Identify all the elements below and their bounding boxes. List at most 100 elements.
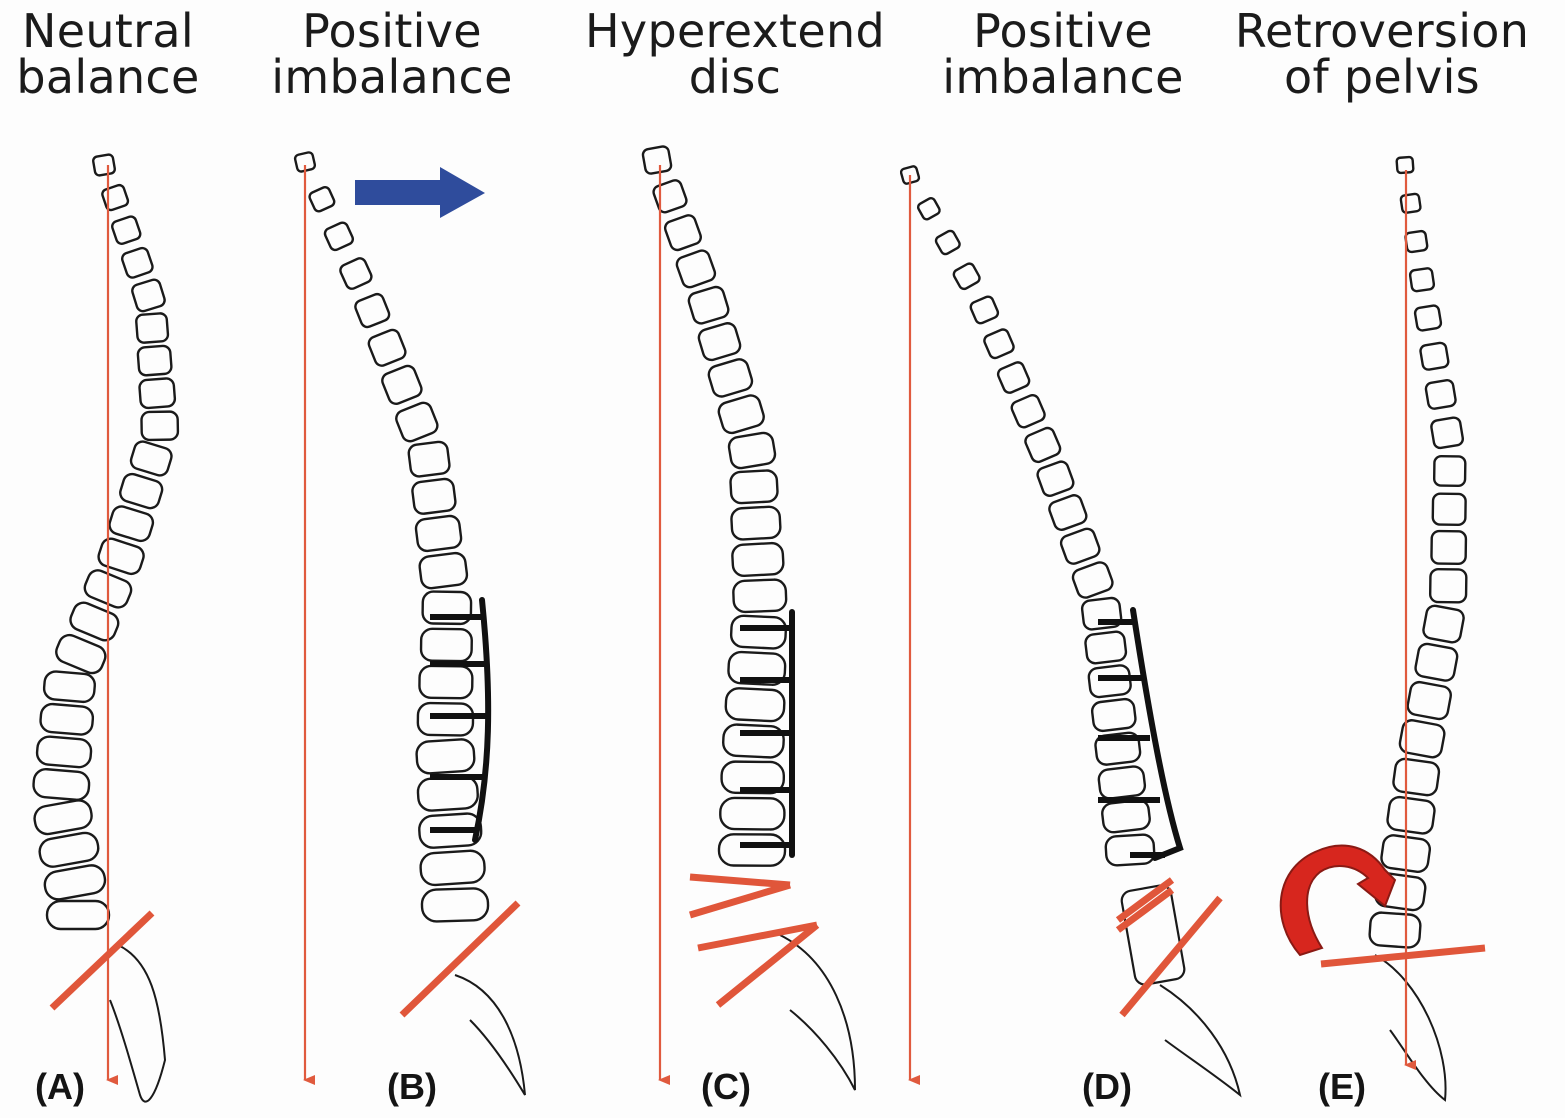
panel-c-vertebra	[642, 146, 672, 175]
panel-c-vertebra	[697, 321, 742, 362]
arrow-layer	[355, 167, 1395, 955]
panel-d-vertebra	[1120, 884, 1186, 986]
panel-c-vertebra	[652, 179, 688, 215]
panel-d-vertebra	[1105, 834, 1155, 866]
panel-e-vertebra	[1405, 231, 1428, 253]
panel-b-vertebra	[422, 888, 489, 922]
panel-b-fusion-rod	[475, 600, 488, 840]
shift-arrow-icon	[355, 167, 485, 218]
panel-b-vertebra	[308, 186, 336, 213]
panel-d-vertebra	[952, 262, 981, 291]
panel-a-vertebra	[139, 378, 175, 409]
panel-c-vertebra	[707, 357, 754, 398]
panel-c-vertebra	[717, 393, 766, 435]
panel-a-vertebra	[96, 536, 146, 576]
panel-b-vertebra	[418, 703, 474, 736]
panel-c-vertebra	[719, 834, 785, 866]
panel-b-vertebra	[394, 400, 440, 443]
panel-e-vertebra	[1422, 604, 1465, 643]
panel-a-vertebra	[118, 472, 164, 510]
panel-b-vertebra	[418, 552, 468, 589]
panel-d-vertebra	[1023, 426, 1062, 464]
panel-a-vertebra	[43, 671, 95, 703]
panel-b-vertebra	[416, 739, 475, 775]
panel-d-vertebra	[1091, 698, 1136, 732]
panel-b-vertebra	[338, 256, 373, 290]
panel-e-vertebra	[1425, 379, 1456, 409]
panel-e-vertebra	[1434, 456, 1465, 486]
panel-a-vertebra	[137, 345, 172, 375]
panel-e-vertebra	[1420, 342, 1449, 370]
panel-a-vertebra	[40, 703, 94, 735]
alignment-line-layer	[52, 877, 1485, 1015]
panel-a-vertebra	[38, 831, 101, 869]
panel-d-vertebra	[1047, 493, 1088, 532]
panel-a-sacrum	[110, 945, 165, 1102]
panel-d-vertebra	[1071, 560, 1115, 600]
panel-a-vertebra	[36, 736, 92, 768]
panel-b-vertebra	[419, 666, 472, 699]
panel-d-vertebra	[934, 229, 961, 255]
rotation-arrow-icon	[1281, 846, 1395, 955]
panel-a-vertebra	[131, 278, 166, 313]
panel-c-vertebra	[720, 798, 784, 830]
panel-e-vertebra	[1431, 531, 1466, 564]
panel-b-vertebra	[380, 364, 424, 406]
plumb-line-layer	[108, 165, 1406, 1080]
vertebrae-layer	[33, 146, 1467, 986]
panel-a-vertebra	[93, 154, 116, 176]
panel-e-vertebra	[1433, 494, 1466, 525]
panel-a-vertebra	[111, 215, 142, 245]
panel-b-vertebra	[415, 515, 462, 552]
panel-c-vertebra	[733, 579, 787, 612]
panel-d-vertebra	[1010, 393, 1047, 429]
panel-e-vertebra	[1400, 193, 1421, 213]
panel-d-vertebra	[1101, 799, 1151, 833]
panel-d-vertebra	[1098, 765, 1146, 799]
panel-b-vertebra	[411, 478, 456, 515]
panel-b-vertebra	[367, 328, 408, 368]
fusion-rod-layer	[430, 600, 1180, 858]
panel-b-vertebra	[353, 292, 391, 329]
panel-d-vertebra	[1085, 631, 1127, 664]
panel-e-pelvic-tilt-line	[1321, 948, 1485, 964]
panel-d-vertebra	[996, 361, 1031, 395]
panel-d-vertebra	[917, 197, 941, 221]
panel-e-vertebra	[1369, 912, 1421, 948]
panel-d-vertebra	[1088, 664, 1132, 698]
panel-d-sacrum	[1160, 985, 1240, 1095]
panel-a-vertebra	[107, 504, 155, 543]
panel-e-vertebra	[1430, 417, 1463, 449]
panel-a-vertebra	[121, 246, 154, 279]
panel-c-disc-wedge-line-mid	[690, 885, 790, 915]
panel-c-vertebra	[675, 249, 717, 290]
panel-e-vertebra	[1406, 681, 1452, 721]
panel-c-vertebra	[732, 543, 784, 577]
panel-e-vertebra	[1409, 268, 1434, 292]
panel-d-vertebra	[1036, 460, 1076, 498]
panel-a-vertebra	[33, 768, 91, 801]
panel-a-vertebra	[141, 411, 178, 440]
panel-c-vertebra	[725, 688, 785, 722]
panel-a-vertebra	[43, 863, 107, 901]
panel-d-fusion-rod	[1133, 610, 1180, 858]
panel-c-vertebra	[723, 724, 785, 758]
panel-c-vertebra	[728, 431, 777, 469]
panel-d-vertebra	[1059, 527, 1102, 566]
panel-a-vertebra	[136, 313, 169, 343]
panel-e-vertebra	[1414, 305, 1441, 331]
panel-c-vertebra	[731, 615, 787, 649]
panel-b-sacrum	[455, 975, 525, 1095]
panel-a-vertebra	[129, 440, 174, 478]
panel-b-vertebra	[420, 850, 486, 886]
panel-d-vertebra	[983, 328, 1016, 360]
panel-b-vertebra	[421, 629, 472, 662]
panel-a-vertebra	[101, 184, 129, 212]
panel-a-vertebra	[47, 901, 109, 929]
panel-d-vertebra	[969, 295, 999, 325]
panel-d-vertebra	[1081, 597, 1122, 630]
panel-c-sacrum	[780, 935, 855, 1090]
panel-c-vertebra	[731, 506, 781, 540]
panel-e-sacrum	[1375, 955, 1446, 1100]
